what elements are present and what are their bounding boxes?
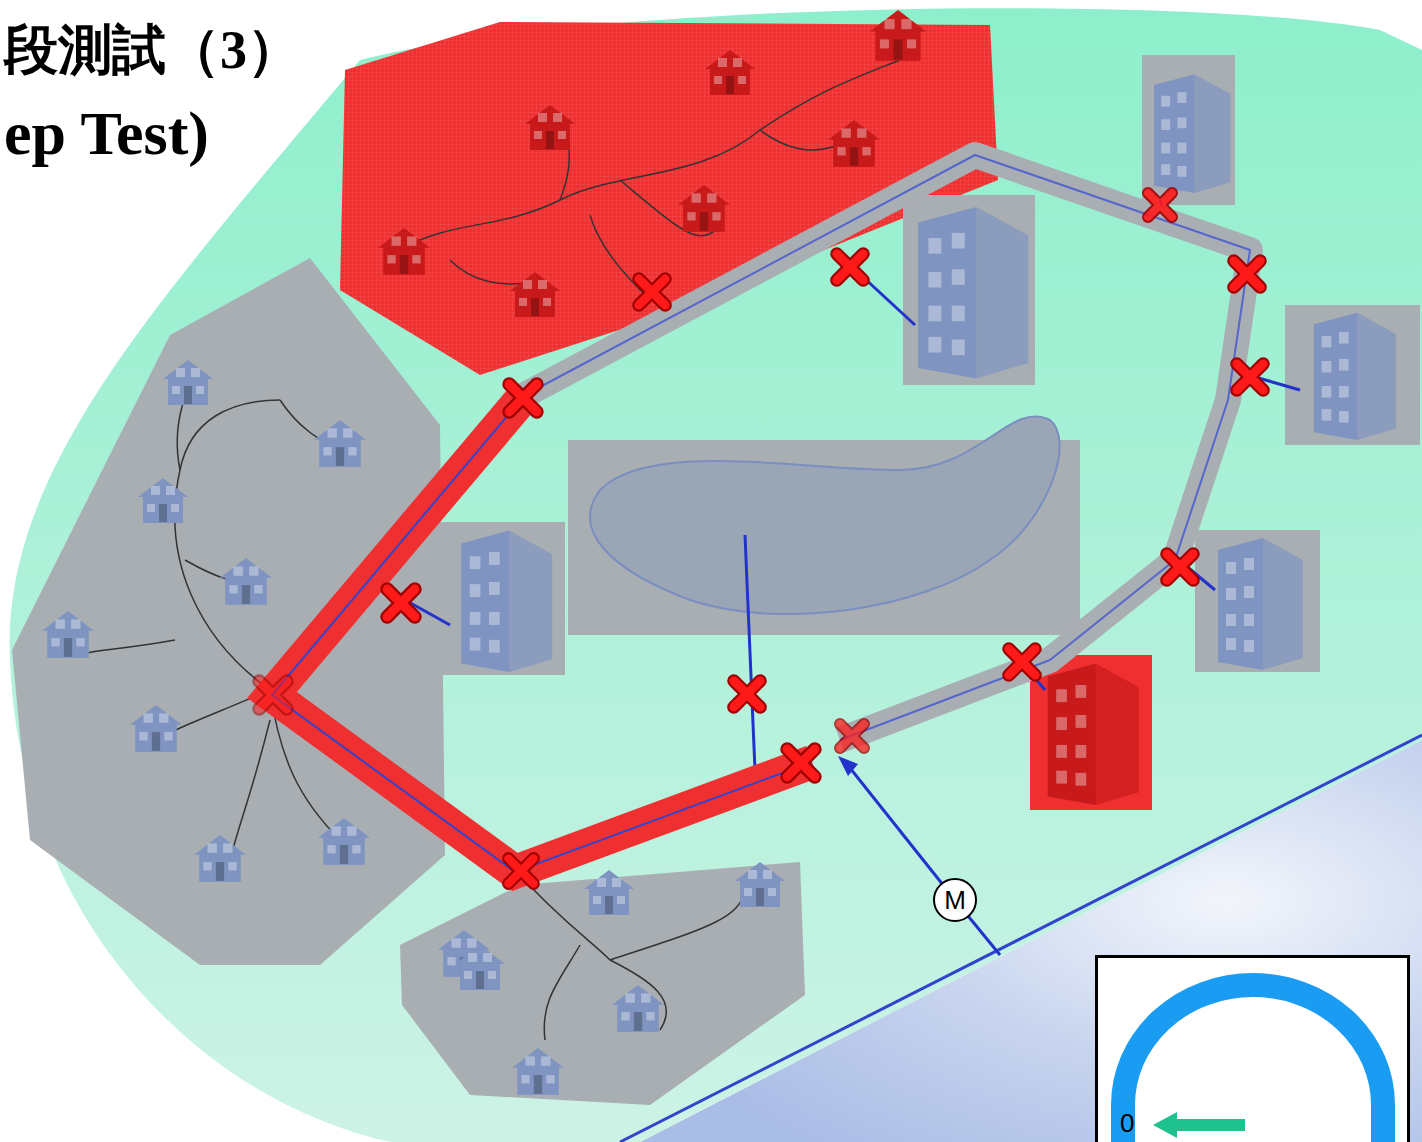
title-fragment: ep Test) xyxy=(4,98,209,169)
gauge-value: 0 xyxy=(1120,1110,1134,1136)
gauge-dial xyxy=(1095,955,1410,1142)
pressure-gauge: 0 xyxy=(1095,955,1410,1142)
meter-circle: M xyxy=(933,878,977,922)
meter-label: M xyxy=(944,887,966,913)
page-title: 段測試（3） xyxy=(4,14,301,87)
